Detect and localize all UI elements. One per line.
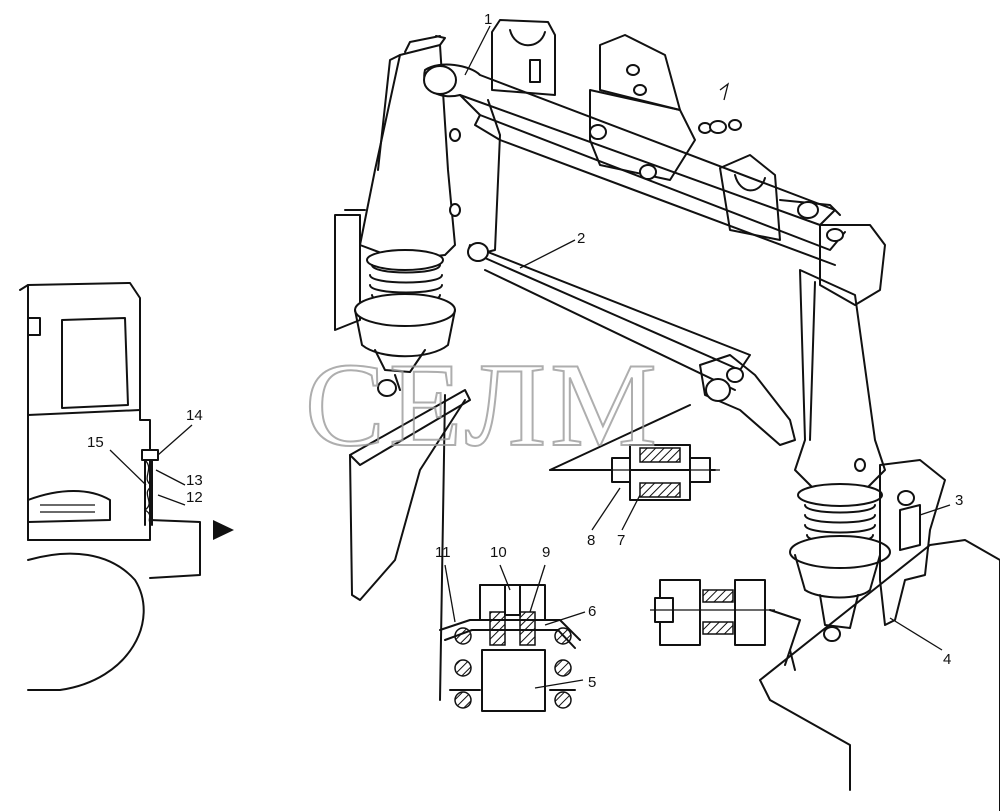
callout-9: 9 (542, 544, 550, 561)
callout-12: 12 (186, 489, 203, 506)
callout-5: 5 (588, 674, 596, 691)
callout-1: 1 (484, 11, 492, 28)
leader-lines (109, 25, 951, 689)
bushing-detail-lower (650, 579, 801, 666)
callout-3: 3 (955, 492, 963, 509)
watermark-text: СЕЛМ (305, 338, 661, 471)
lower-link-bar (467, 99, 796, 446)
callout-2: 2 (577, 230, 585, 247)
bushing-detail-upper (549, 404, 720, 501)
callout-15: 15 (87, 434, 104, 451)
callout-13: 13 (186, 472, 203, 489)
callout-10: 10 (490, 544, 507, 561)
callout-4: 4 (943, 651, 951, 668)
tractor-cab (19, 282, 234, 691)
callout-6: 6 (588, 603, 596, 620)
callout-8: 8 (587, 532, 595, 549)
callout-labels: 1 2 3 4 5 6 7 8 9 10 11 12 13 14 15 (87, 11, 963, 691)
callout-7: 7 (617, 532, 625, 549)
callout-11: 11 (435, 544, 451, 561)
spring-seat-detail (439, 394, 581, 712)
callout-14: 14 (186, 407, 203, 424)
top-crossbeam (423, 19, 886, 306)
left-arm-assembly (334, 35, 471, 601)
right-arm-assembly (759, 269, 1000, 811)
